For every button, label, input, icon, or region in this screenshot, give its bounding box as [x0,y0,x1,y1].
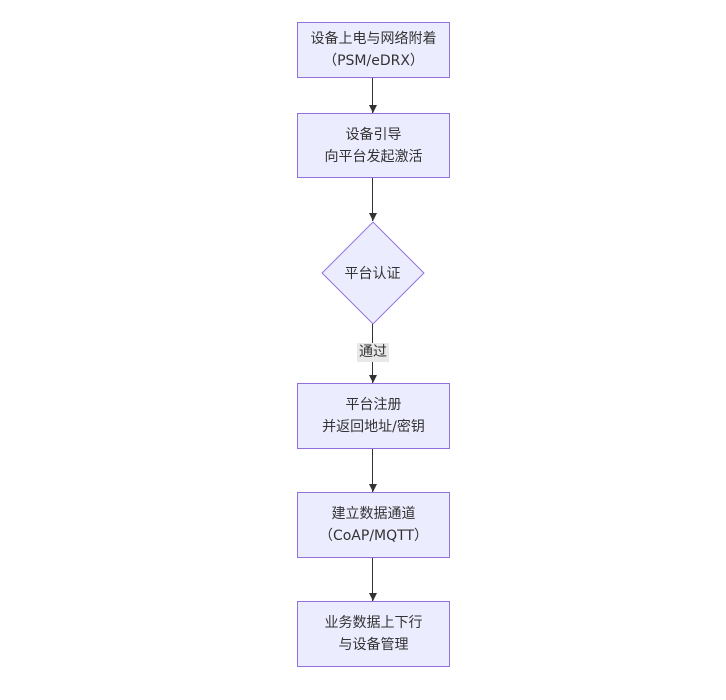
node-platform-auth: 平台认证 [320,220,425,325]
node-platform-auth-label: 平台认证 [344,265,401,282]
node-register-line1: 平台注册 [345,397,402,413]
arrow-register-to-channel [369,449,377,492]
node-business-data: 业务数据上下行 与设备管理 [297,601,450,667]
node-bootstrap-line2: 向平台发起激活 [324,148,423,165]
arrow-power-on-to-bootstrap [369,78,377,113]
node-register-line2: 并返回地址/密钥 [322,419,425,435]
node-data-channel: 建立数据通道 （CoAP/MQTT） [297,492,450,558]
node-data-channel-line2: （CoAP/MQTT） [318,528,429,544]
edge-label-pass: 通过 [357,343,389,362]
node-business-data-line1: 业务数据上下行 [324,615,423,631]
node-power-on-line1: 设备上电与网络附着 [310,31,437,47]
node-register: 平台注册 并返回地址/密钥 [297,383,450,449]
node-data-channel-line1: 建立数据通道 [331,506,416,522]
node-power-on: 设备上电与网络附着 （PSM/eDRX） [297,22,450,78]
node-business-data-line2: 与设备管理 [338,637,409,653]
node-bootstrap: 设备引导 向平台发起激活 [297,113,450,178]
arrow-channel-to-business [369,558,377,601]
node-power-on-line2: （PSM/eDRX） [323,53,424,69]
arrow-bootstrap-to-auth [369,178,377,221]
node-bootstrap-line1: 设备引导 [345,126,402,143]
